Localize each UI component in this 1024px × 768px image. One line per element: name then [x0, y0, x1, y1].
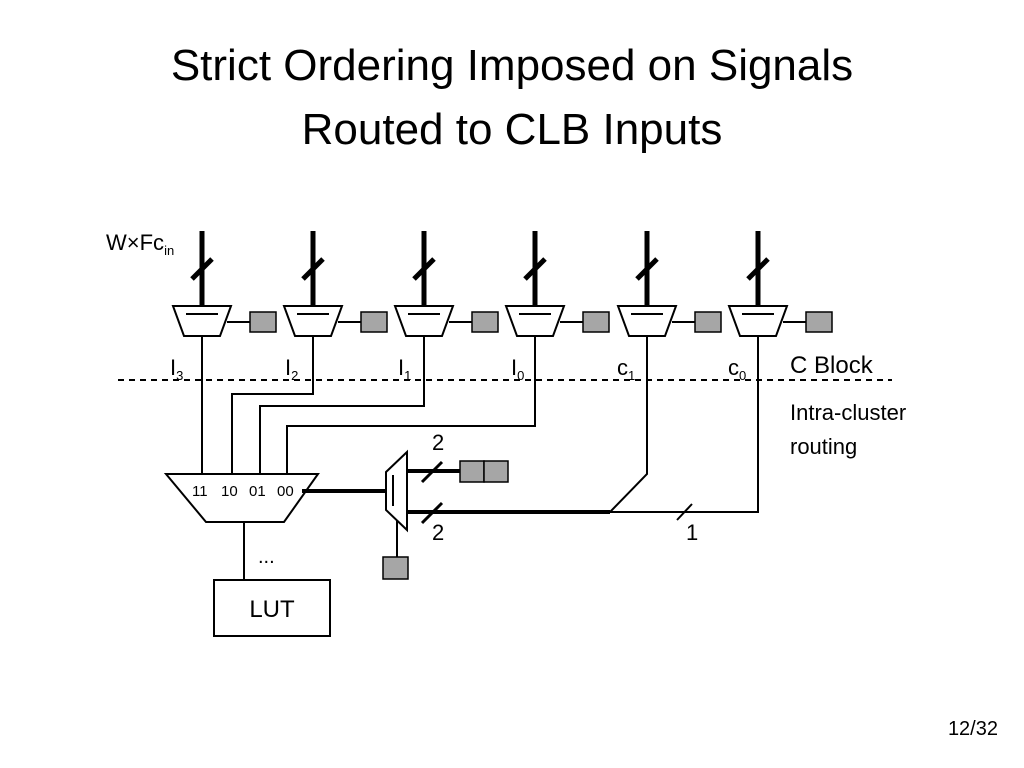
config-cell — [471, 311, 499, 333]
mux-label-i3: I3 — [170, 355, 183, 383]
mux-label-i2: I2 — [285, 355, 298, 383]
page-number: 12/32 — [947, 718, 998, 740]
c-block-mux-i1: I1 — [394, 231, 499, 383]
config-cell — [582, 311, 610, 333]
mux-label-c1: c1 — [617, 355, 635, 383]
select-input-10: 10 — [221, 483, 238, 500]
c-block-mux-c1: c1 — [617, 231, 722, 383]
bus-width-top: 2 — [432, 430, 444, 455]
select-input-00: 00 — [277, 483, 294, 500]
slide-title: Strict Ordering Imposed on Signals Route… — [62, 34, 962, 162]
slide-title-line-2: Routed to CLB Inputs — [301, 105, 723, 154]
config-cell — [805, 311, 833, 333]
bus-width-right: 1 — [686, 520, 698, 545]
select-input-11: 11 — [192, 483, 208, 500]
config-cell — [483, 460, 509, 483]
mux-label-i1: I1 — [398, 355, 411, 383]
select-input-01: 01 — [249, 483, 266, 500]
intra-cluster-wires — [201, 336, 759, 513]
input-select-mux: 11 10 01 00 — [163, 473, 320, 523]
config-cell — [459, 460, 485, 483]
width-label: W×Fcin — [106, 230, 174, 258]
mux-label-c0: c0 — [728, 355, 746, 383]
config-cell — [694, 311, 722, 333]
control-mux — [385, 449, 408, 533]
c-block-mux-i2: I2 — [283, 231, 388, 383]
slide-title-line-1: Strict Ordering Imposed on Signals — [170, 41, 854, 90]
intra-cluster-label-line-2: routing — [790, 434, 857, 459]
intra-cluster-label-line-1: Intra-cluster — [790, 400, 906, 425]
config-cell — [360, 311, 388, 333]
c-block-mux-i3: I3 — [170, 231, 277, 383]
config-cell — [249, 311, 277, 333]
c-block-mux-c0: c0 — [728, 231, 833, 383]
bus-width-bottom: 2 — [432, 520, 444, 545]
config-cell — [382, 556, 409, 580]
lut-label: LUT — [249, 596, 295, 623]
c-block-mux-group: I3 I2 I1 I0 — [170, 231, 833, 383]
c-block-label: C Block — [790, 352, 874, 379]
c-block-mux-i0: I0 — [505, 231, 610, 383]
lut-block — [213, 579, 331, 637]
mux-label-i0: I0 — [511, 355, 524, 383]
lut-input-ellipsis: ... — [258, 546, 275, 568]
